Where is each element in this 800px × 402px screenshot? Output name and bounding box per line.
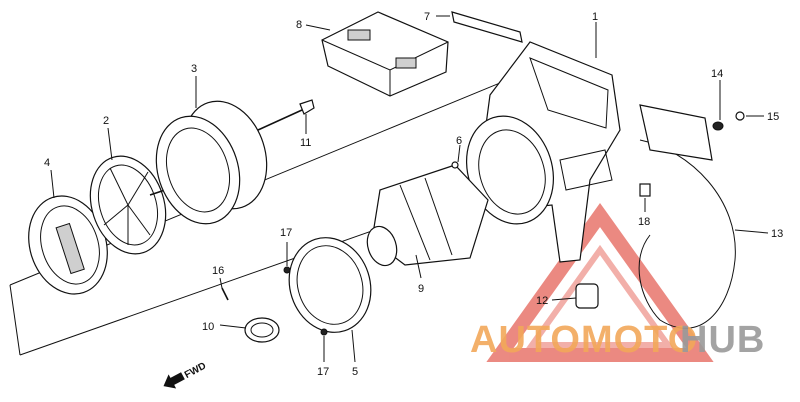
callout-11: 11: [300, 137, 311, 149]
callout-labels: 1 2 3 4 5 6 7 8 9 10 11 12 13 14 15 16 1…: [44, 11, 783, 378]
part-15-screw: [221, 287, 229, 301]
callout-14: 14: [711, 68, 723, 80]
part-9-intake-duct: [366, 164, 489, 267]
callout-17-lower: 17: [317, 366, 329, 378]
callout-1: 1: [592, 11, 598, 23]
part-5-gasket: [288, 237, 372, 333]
callout-18: 18: [638, 216, 650, 228]
watermark-text-hub: HUB: [680, 319, 765, 361]
part-1-air-case: [465, 41, 621, 263]
fwd-label: FWD: [183, 361, 208, 381]
part-13-drain-tube: [638, 104, 736, 329]
callout-13: 13: [771, 228, 783, 240]
part-10-clamp: [244, 317, 280, 343]
callout-9: 9: [418, 283, 424, 295]
callout-10: 10: [202, 321, 214, 333]
callout-15: 16: [212, 265, 224, 277]
callout-12: 12: [536, 295, 548, 307]
callout-6: 6: [456, 135, 462, 147]
watermark-text-automoto: AUTOMOTO: [470, 319, 698, 361]
watermark-logo: [486, 202, 714, 362]
part-8-top-cover: [321, 11, 449, 97]
small-hardware: [283, 111, 745, 336]
leader-lines: [50, 15, 769, 363]
callout-4: 4: [44, 157, 50, 169]
part-3-filter-element: [155, 100, 268, 225]
forward-direction-indicator: FWD: [163, 361, 208, 389]
callout-3: 3: [191, 63, 197, 75]
callout-16: 15: [767, 111, 779, 123]
part-12-cap: [575, 283, 599, 309]
part-4-outer-plate: [28, 195, 108, 295]
callout-8: 8: [296, 19, 302, 31]
part-11-bolt: [257, 99, 315, 131]
part-2-element-frame: [89, 155, 167, 255]
callout-17-upper: 17: [280, 227, 292, 239]
callout-7: 7: [424, 11, 430, 23]
callout-2: 2: [103, 115, 109, 127]
part-7-strap: [451, 11, 523, 43]
watermark-text: AUTOMOTO HUB: [470, 319, 765, 361]
callout-5: 5: [352, 366, 358, 378]
